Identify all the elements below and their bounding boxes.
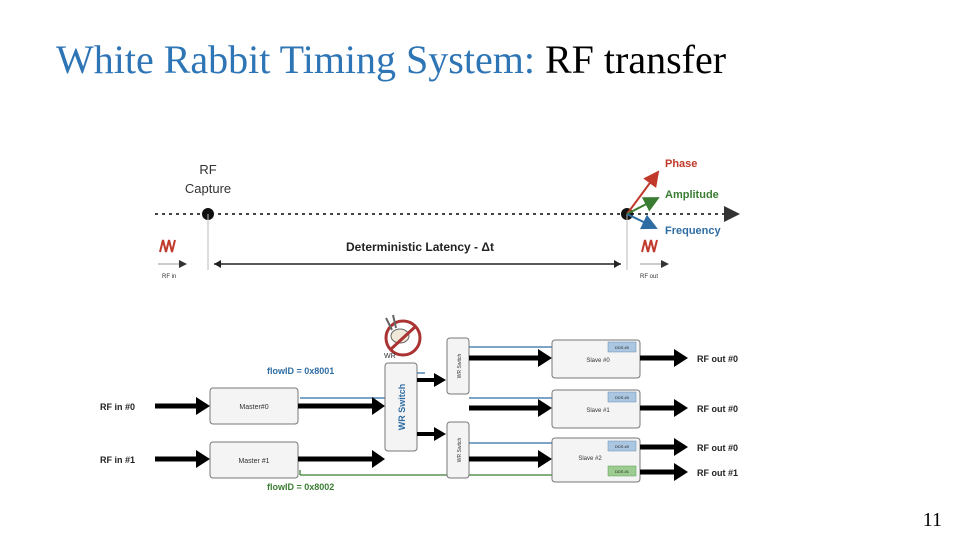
rf-capture-label: RF [199,162,216,177]
frequency-arrow [626,213,658,230]
rf-out-label-4: RF out #1 [697,468,738,478]
switch-to-slave-arrows [469,349,552,468]
slave-0-dds-label: DDS #0 [615,345,630,350]
rf-in-0-label: RF in #0 [100,402,135,412]
slave-0-dds-box [607,341,637,353]
slave-2-dds1-box [607,465,637,477]
amplitude-arrow [626,197,660,215]
master-0-label: Master#0 [239,404,268,411]
central-wr-switch-box [384,362,418,452]
wr-switch-b-box [446,421,470,479]
slide-title: White Rabbit Timing System: RF transfer [56,40,726,80]
master-to-switch-arrows [298,397,385,468]
white-rabbit-logo: WR [384,314,422,360]
latency-arrowhead-right [614,260,621,268]
slave-0-label: Slave #0 [586,358,610,364]
flow-id-8002-label: flowID = 0x8002 [267,482,334,492]
rf-in-1-label: RF in #1 [100,455,135,465]
flow-id-8001-label: flowID = 0x8001 [267,366,334,376]
wr-switch-a-box [446,337,470,395]
central-wr-switch-label: WR Switch [397,384,407,431]
slave-2-dds0-box [607,440,637,452]
rf-in-label: RF in [162,274,176,280]
latency-arrowhead-left [214,260,221,268]
slave-2-dds0-label: DDS #0 [615,444,630,449]
phase-arrow [626,170,660,215]
slave-1-dds-label: DDS #0 [615,395,630,400]
latency-label: Deterministic Latency - Δt [346,240,494,254]
slave-1-dds-box [607,391,637,403]
wr-switch-a-label: WR Switch [457,354,463,379]
top-diagram: RF Capture Phase Amplitude Frequency Det… [155,158,740,280]
amplitude-label: Amplitude [665,189,719,201]
wr-switch-b-label: WR Switch [457,438,463,463]
title-main: White Rabbit Timing System: [56,37,535,82]
output-arrows [640,349,688,481]
rf-out-label-3: RF out #0 [697,443,738,453]
slave-2-label: Slave #2 [578,456,602,462]
frequency-label: Frequency [665,225,722,237]
input-arrows [155,397,210,468]
slave-1-label: Slave #1 [586,408,610,414]
svg-text:WR: WR [384,353,396,360]
title-sub: RF transfer [534,37,727,82]
master-1-label: Master #1 [238,458,269,465]
rf-in-wave-icon [159,239,176,253]
rf-out-label: RF out [640,274,658,280]
switch-fanout-arrows [417,373,446,441]
phase-label: Phase [665,158,697,170]
rf-capture-label-2: Capture [185,181,231,196]
bottom-diagram: WR RF in #0 RF in #1 Master#0 Master #1 [100,314,738,492]
rf-out-label-1: RF out #0 [697,354,738,364]
rf-out-label-2: RF out #0 [697,404,738,414]
rf-out-wave-icon [641,239,658,253]
page-number: 11 [922,509,942,531]
slave-2-dds1-label: DDS #1 [615,469,630,474]
